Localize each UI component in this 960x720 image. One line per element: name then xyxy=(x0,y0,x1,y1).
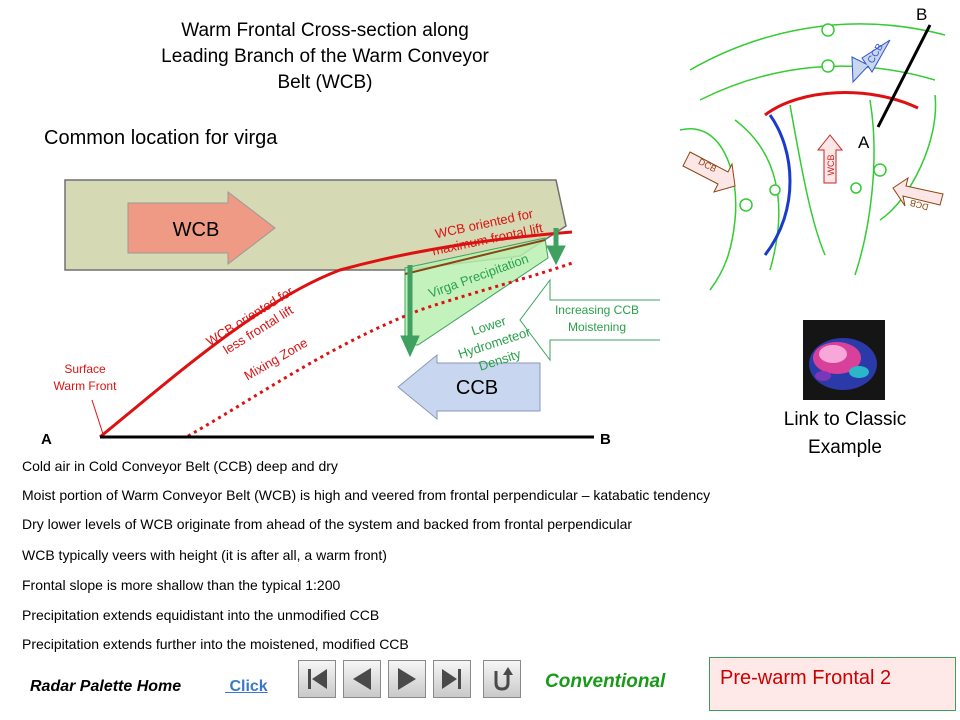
surface-front-label-2: Warm Front xyxy=(54,379,118,393)
virga-base-line xyxy=(404,239,546,275)
first-slide-icon xyxy=(308,669,327,689)
ccb-moistening-arrow xyxy=(519,278,660,362)
inset-dcb-right-label: DCB xyxy=(909,198,930,213)
previous-slide-icon xyxy=(353,668,371,690)
last-slide-button[interactable] xyxy=(433,660,471,698)
note-3: Dry lower levels of WCB originate from a… xyxy=(22,516,633,532)
inset-wcb-label: WCB xyxy=(826,155,836,176)
inset-streamline-1 xyxy=(689,23,946,71)
surface-front-label-1: Surface xyxy=(64,362,106,376)
title-line-1: Warm Frontal Cross-section along xyxy=(181,20,469,41)
next-slide-button[interactable] xyxy=(388,660,426,698)
inset-streamline-7 xyxy=(879,94,937,221)
inset-streamline-2 xyxy=(699,65,936,101)
plan-view-inset: CCB WCB DCB DCB A B xyxy=(679,5,946,291)
note-6: Precipitation extends equidistant into t… xyxy=(22,607,380,623)
previous-slide-button[interactable] xyxy=(343,660,381,698)
inset-cold-front xyxy=(763,114,792,256)
point-a-label: A xyxy=(41,431,52,448)
warm-front-surface xyxy=(99,230,573,439)
inset-dcb-right-arrow xyxy=(892,176,944,207)
ccb-arrow xyxy=(397,353,541,421)
wcb-arrow-label: WCB xyxy=(173,219,220,241)
title-line-2: Leading Branch of the Warm Conveyor xyxy=(161,46,489,67)
inset-streamline-3 xyxy=(679,127,737,291)
note-2: Moist portion of Warm Conveyor Belt (WCB… xyxy=(22,487,711,503)
slide-title: Warm Frontal Cross-section along Leading… xyxy=(95,18,555,96)
first-slide-button[interactable] xyxy=(298,660,336,698)
title-line-3: Belt (WCB) xyxy=(277,72,373,93)
inset-point-a: A xyxy=(858,133,870,152)
radar-palette-home-link[interactable]: Click xyxy=(225,678,268,695)
conventional-label: Conventional xyxy=(545,671,666,692)
slide-label: Pre-warm Frontal 2 xyxy=(720,667,892,689)
inset-dcb-left-arrow xyxy=(682,151,736,193)
inset-section-line xyxy=(876,24,932,128)
ccb-arrow-label: CCB xyxy=(456,377,498,399)
next-slide-icon xyxy=(398,668,416,690)
classic-link-line-1: Link to Classic xyxy=(783,409,907,430)
slide-label-box xyxy=(709,657,956,711)
cross-section-diagram: WCB CCB WCB oriented for maximum frontal… xyxy=(41,179,660,448)
inset-point-b: B xyxy=(916,5,927,24)
last-slide-icon xyxy=(442,669,461,689)
classic-example-link[interactable]: Link to Classic Example xyxy=(755,406,935,462)
radar-palette-home-label: Radar Palette Home xyxy=(30,678,182,695)
virga-arrows xyxy=(400,228,566,358)
return-icon xyxy=(494,667,513,691)
inset-streamline-4 xyxy=(734,119,780,271)
inset-ccb-arrow xyxy=(851,39,891,84)
inset-streamline-6 xyxy=(854,99,875,276)
mixing-zone-line xyxy=(187,260,576,438)
ccb-moist-label-1: Increasing CCB xyxy=(555,303,639,317)
note-5: Frontal slope is more shallow than the t… xyxy=(22,577,341,593)
note-4: WCB typically veers with height (it is a… xyxy=(22,547,387,563)
virga-heading: Common location for virga xyxy=(44,127,278,149)
ccb-moist-label-2: Moistening xyxy=(568,320,626,334)
point-b-label: B xyxy=(600,431,611,448)
note-7: Precipitation extends further into the m… xyxy=(22,636,409,652)
inset-streamline-5 xyxy=(789,104,826,256)
return-button[interactable] xyxy=(483,660,521,698)
radar-image-icon xyxy=(803,320,885,400)
inset-c-markers xyxy=(739,23,887,212)
surface-front-pointer xyxy=(91,399,104,435)
classic-example-thumbnail[interactable] xyxy=(803,320,885,400)
wcb-arrow xyxy=(127,190,276,266)
inset-wcb-arrow xyxy=(816,134,844,184)
inset-warm-front xyxy=(764,91,919,117)
note-1: Cold air in Cold Conveyor Belt (CCB) dee… xyxy=(22,458,338,474)
classic-link-line-2: Example xyxy=(808,437,882,458)
